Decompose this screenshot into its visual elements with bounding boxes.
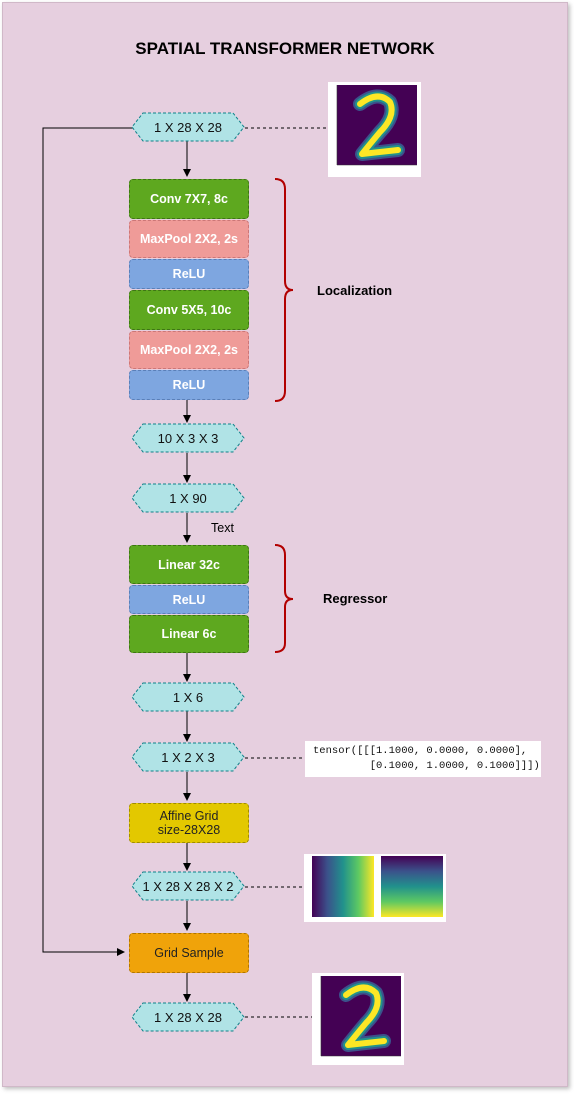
regressor-brace	[274, 544, 294, 653]
localization-label: Localization	[317, 283, 393, 298]
node-theta-label: 1 X 2 X 3	[161, 749, 215, 765]
node-reg-out: 1 X 6	[131, 682, 245, 712]
loc-relu1-block: ReLU	[129, 259, 249, 289]
node-reg-out-label: 1 X 6	[172, 689, 204, 705]
text-note: Text	[211, 521, 234, 535]
regressor-label: Regressor	[323, 591, 388, 606]
node-output: 1 X 28 X 28	[131, 1002, 245, 1032]
reg-linear2-block: Linear 6c	[129, 615, 249, 653]
node-input: 1 X 28 X 28	[131, 112, 245, 142]
reg-linear1-block: Linear 32c	[129, 545, 249, 584]
theta-tensor-printout: tensor([[[1.1000, 0.0000, 0.0000], [0.10…	[305, 741, 541, 777]
affine-grid-line2: size-28X28	[157, 823, 221, 837]
output-digit-image	[312, 973, 404, 1065]
loc-relu2-block: ReLU	[129, 370, 249, 400]
diagram-title: SPATIAL TRANSFORMER NETWORK	[135, 39, 435, 58]
node-grid-out: 1 X 28 X 28 X 2	[131, 871, 245, 901]
reg-relu-block: ReLU	[129, 585, 249, 614]
node-theta: 1 X 2 X 3	[131, 742, 245, 772]
node-flat-label: 1 X 90	[169, 490, 207, 506]
node-flat: 1 X 90	[131, 483, 245, 513]
localization-brace	[274, 178, 294, 402]
affine-grid-line1: Affine Grid	[159, 809, 219, 823]
skip-connection-arrow	[42, 127, 133, 956]
connector-layer	[42, 127, 329, 1018]
node-grid-out-label: 1 X 28 X 28 X 2	[142, 878, 234, 894]
input-digit-image	[328, 82, 421, 177]
node-loc-out: 10 X 3 X 3	[131, 423, 245, 453]
node-input-label: 1 X 28 X 28	[154, 119, 222, 135]
affine-grid-block: Affine Grid size-28X28	[129, 803, 249, 843]
loc-conv2-block: Conv 5X5, 10c	[129, 290, 249, 330]
affine-grid-image	[304, 854, 446, 922]
loc-conv1-block: Conv 7X7, 8c	[129, 179, 249, 219]
node-output-label: 1 X 28 X 28	[154, 1009, 222, 1025]
loc-maxpool1-block: MaxPool 2X2, 2s	[129, 220, 249, 258]
grid-sample-block: Grid Sample	[129, 933, 249, 973]
node-loc-out-label: 10 X 3 X 3	[157, 430, 219, 446]
diagram-canvas: SPATIAL TRANSFORMER NETWORK 1 X 28 X	[2, 2, 568, 1087]
loc-maxpool2-block: MaxPool 2X2, 2s	[129, 331, 249, 369]
